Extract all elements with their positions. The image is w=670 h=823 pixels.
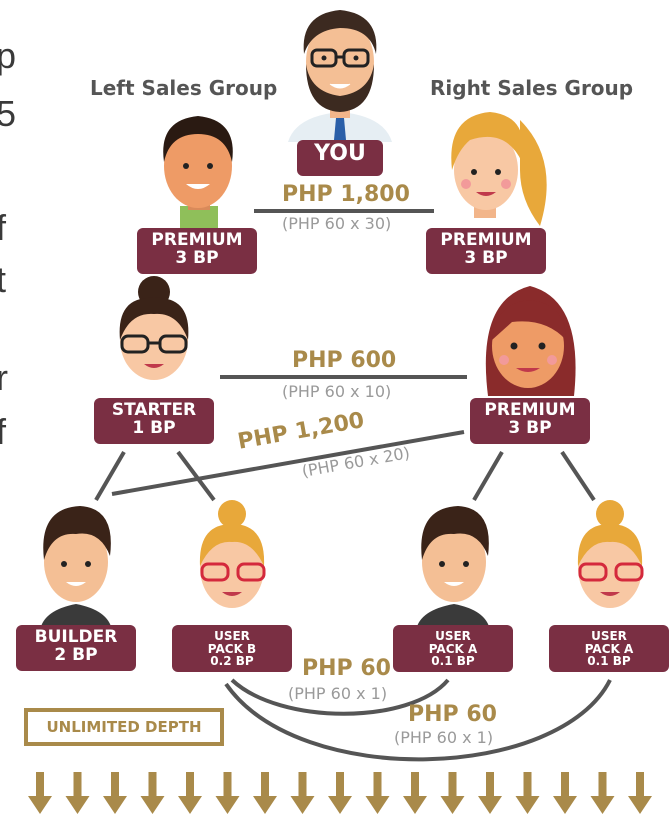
level1-left-avatar	[163, 116, 233, 230]
level2-left-label: STARTER 1 BP	[94, 398, 214, 444]
down-arrow-icon	[65, 772, 90, 814]
payout-calculation: (PHP 60 x 10)	[282, 382, 392, 401]
left-sales-group-title: Left Sales Group	[90, 76, 278, 100]
down-arrow-icon	[403, 772, 427, 814]
connector-line	[94, 450, 126, 502]
level3-user-pack-a-avatar	[577, 500, 644, 608]
package-name: PREMIUM	[151, 230, 243, 250]
level3-user-pack-b-avatar	[199, 500, 266, 608]
down-arrow-icon	[103, 772, 127, 814]
down-arrow-icon	[553, 772, 577, 814]
you-label: YOU	[297, 140, 383, 176]
connector-curve	[224, 679, 612, 762]
connector-line	[176, 450, 216, 502]
level3-user-pack-a-label: USER PACK A 0.1 BP	[393, 625, 513, 672]
level2-right-label: PREMIUM 3 BP	[470, 398, 590, 444]
bp-value: 3 BP	[175, 247, 219, 268]
down-arrow-icon	[290, 772, 315, 814]
connector-line	[472, 450, 504, 502]
right-sales-group-title: Right Sales Group	[430, 76, 634, 100]
level3-builder-label: BUILDER 2 BP	[16, 625, 136, 671]
cropped-text-char: p	[0, 35, 17, 76]
bp-value: 0.1 BP	[587, 654, 631, 669]
down-arrow-icon	[440, 772, 465, 814]
level1-right-avatar	[451, 112, 547, 226]
down-arrow-icon	[253, 772, 277, 814]
bp-value: 0.1 BP	[431, 654, 475, 669]
package-variant: PACK A	[428, 641, 478, 656]
level3-user-pack-a-avatar	[416, 506, 490, 630]
package-name: PREMIUM	[440, 230, 532, 250]
connector-line	[111, 430, 465, 496]
cropped-text-char: f	[0, 411, 7, 452]
bp-value: 0.2 BP	[210, 654, 254, 669]
payout-amount: PHP 600	[292, 348, 397, 373]
level1-right-label: PREMIUM 3 BP	[426, 228, 546, 274]
down-arrow-icon	[478, 772, 502, 814]
level2-left-avatar	[119, 276, 189, 380]
payout-calculation: (PHP 60 x 30)	[282, 214, 392, 233]
down-arrow-icon	[590, 772, 615, 814]
level3-user-pack-a-label: USER PACK A 0.1 BP	[549, 625, 669, 672]
package-name: STARTER	[111, 400, 197, 420]
cropped-text-char: t	[0, 259, 7, 300]
package-name: USER	[591, 629, 627, 643]
unlimited-depth-label: UNLIMITED DEPTH	[24, 708, 224, 746]
level3-builder-avatar	[40, 506, 112, 630]
level1-left-label: PREMIUM 3 BP	[137, 228, 257, 274]
down-arrow-icon	[215, 772, 240, 814]
down-arrow-icon	[628, 772, 652, 814]
bp-value: 2 BP	[54, 644, 98, 665]
down-arrow-icon	[365, 772, 390, 814]
package-name: USER	[435, 629, 471, 643]
bp-value: 1 BP	[132, 417, 176, 438]
down-arrow-icon	[515, 772, 540, 814]
connector-lines	[94, 209, 612, 762]
connector-curve	[230, 678, 450, 716]
connector-line	[560, 450, 596, 502]
down-arrow-icon	[178, 772, 202, 814]
down-arrow-icon	[28, 772, 52, 814]
down-arrow-icon	[140, 772, 165, 814]
level3-user-pack-b-label: USER PACK B 0.2 BP	[172, 625, 292, 672]
cropped-text-char: r	[0, 357, 8, 398]
payout-amount: PHP 60	[302, 656, 391, 681]
cropped-text-char: 5	[0, 93, 17, 134]
depth-arrow-row	[28, 772, 652, 814]
package-variant: PACK A	[584, 641, 634, 656]
package-variant: PACK B	[207, 641, 257, 656]
bp-value: 3 BP	[464, 247, 508, 268]
level2-right-avatar	[485, 286, 576, 396]
package-name: BUILDER	[34, 627, 118, 647]
package-name: PREMIUM	[484, 400, 576, 420]
cropped-text-char: f	[0, 207, 7, 248]
payout-calculation: (PHP 60 x 1)	[288, 684, 388, 703]
package-name: USER	[214, 629, 250, 643]
down-arrow-icon	[328, 772, 352, 814]
payout-amount: PHP 1,800	[282, 182, 410, 207]
payout-calculation: (PHP 60 x 1)	[394, 728, 494, 747]
bp-value: 3 BP	[508, 417, 552, 438]
you-avatar	[288, 10, 392, 146]
payout-amount: PHP 60	[408, 702, 497, 727]
